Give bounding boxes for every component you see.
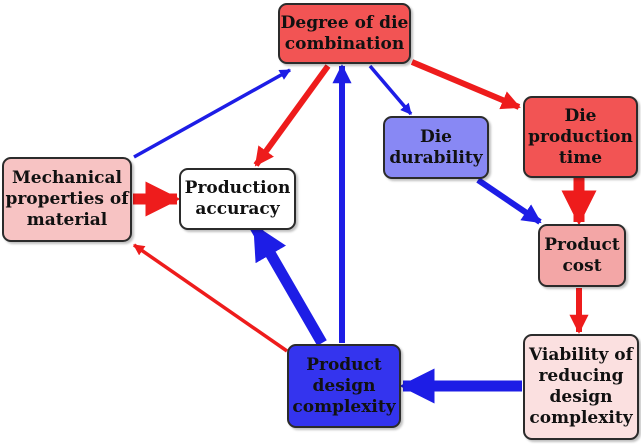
node-degree-of-die-combination: Degree of die combination <box>278 3 411 64</box>
node-viability-of-reducing-design-complexity: Viability of reducing design complexity <box>523 334 639 440</box>
node-mechanical-properties: Mechanical properties of material <box>2 157 132 242</box>
node-production-accuracy: Production accuracy <box>179 168 296 230</box>
edge-durability-to-product-cost <box>476 177 542 225</box>
edge-mechanical-to-degree <box>133 68 291 159</box>
node-die-production-time: Die production time <box>523 96 638 178</box>
edge-degree-to-accuracy <box>253 64 331 167</box>
edge-design-complexity-to-accuracy <box>250 223 327 346</box>
node-product-cost: Product cost <box>538 224 626 287</box>
edges-layer <box>133 59 597 404</box>
edge-degree-to-production-time <box>410 59 521 110</box>
edge-design-complexity-to-mechanical <box>133 243 288 353</box>
node-die-durability: Die durability <box>383 116 489 179</box>
edge-degree-to-durability <box>368 64 413 116</box>
node-product-design-complexity: Product design complexity <box>287 344 401 428</box>
